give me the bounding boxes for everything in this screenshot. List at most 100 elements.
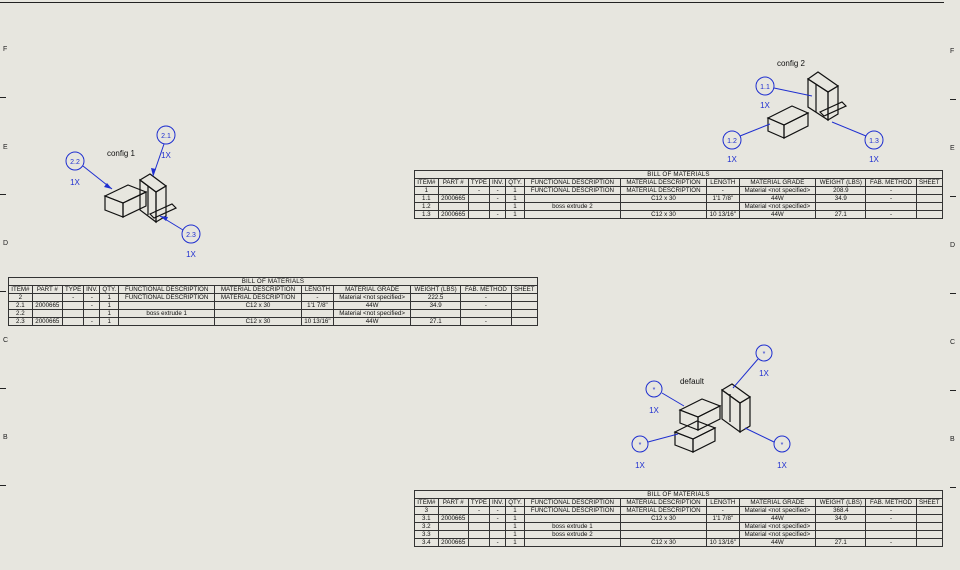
bom-config-2-cell: -: [467, 186, 491, 195]
zone-letter-right-b: B: [950, 436, 955, 443]
bom-config-2-cell: 1: [414, 186, 439, 195]
zone-letter-right-e: E: [950, 145, 955, 152]
bom-default-cell: Material <not specified>: [738, 522, 817, 531]
balloon-default-4-qty: 1X: [777, 461, 787, 470]
bom-config-1-cell: 1'1 7/8": [300, 301, 335, 310]
bom-default-cell: [706, 522, 740, 531]
zone-tick-left: [0, 97, 6, 98]
bom-config-2-cell: 1'1 7/8": [706, 194, 740, 203]
zone-tick-right: [950, 390, 956, 391]
balloon-1-3: [864, 130, 884, 150]
balloon-1-2-text: 1.2: [727, 138, 737, 145]
bom-config-2-cell: Material <not specified>: [738, 186, 817, 195]
zone-letter-left-d: D: [3, 240, 9, 247]
bom-config-2-cell: 1.3: [414, 210, 439, 219]
bom-config-1-cell: [61, 317, 85, 326]
bom-config-2-header-cell: PART #: [437, 178, 469, 187]
zone-letter-left-b: B: [3, 434, 8, 441]
bom-default-cell: [523, 514, 621, 523]
bom-config-1-cell: C12 x 30: [214, 301, 302, 310]
balloon-default-4: [773, 435, 791, 453]
bom-default-cell: Material <not specified>: [738, 530, 817, 539]
bom-default-cell: [489, 530, 507, 539]
bom-config-1-cell: Material <not specified>: [333, 293, 411, 302]
bom-config-2-header-cell: WEIGHT (LBS): [815, 178, 867, 187]
bom-config-1-header-cell: FAB. METHOD: [460, 285, 512, 294]
bom-default-cell: 44W: [738, 514, 817, 523]
bom-config-2-header-cell: INV.: [489, 178, 507, 187]
balloon-1-1-text: 1.1: [760, 84, 770, 91]
bom-config-2-cell: [865, 202, 917, 211]
bom-config-2-cell: 44W: [738, 210, 817, 219]
balloon-default-3: [631, 435, 649, 453]
bom-config-2-cell: 1: [505, 186, 525, 195]
bom-default-header-cell: FAB. METHOD: [865, 498, 917, 507]
balloon-2-1-qty: 1X: [161, 151, 171, 160]
bom-config-2-cell: [523, 210, 621, 219]
bom-config-1-cell: 1: [99, 309, 120, 318]
bom-default-cell: -: [489, 538, 507, 547]
bom-config-2-cell: [915, 194, 944, 203]
bom-config-2-cell: [467, 202, 491, 211]
bom-config-2-cell: [815, 202, 867, 211]
bom-config-2-cell: 1: [505, 202, 525, 211]
bom-default-cell: 44W: [738, 538, 817, 547]
bom-config-2-cell: C12 x 30: [619, 194, 708, 203]
bom-config-2-cell: [489, 202, 507, 211]
bom-config-1-cell: [510, 301, 539, 310]
bom-default-cell: 1: [505, 514, 525, 523]
bom-default-cell: [437, 530, 469, 539]
bom-default-header-cell: SHEET: [915, 498, 944, 507]
balloon-default-1-text: *: [763, 351, 766, 358]
bom-config-1-cell: 34.9: [409, 301, 462, 310]
bom-config-1-cell: -: [61, 293, 85, 302]
bom-default-cell: [915, 538, 944, 547]
bom-default-cell: [437, 506, 469, 515]
bom-default-cell: C12 x 30: [619, 514, 708, 523]
balloon-default-4-text: *: [781, 442, 784, 449]
balloon-2-2: [65, 151, 85, 171]
bom-config-2-cell: 27.1: [815, 210, 867, 219]
bom-default-cell: -: [467, 506, 491, 515]
bom-config-1-cell: 2.1: [8, 301, 33, 310]
bom-config-1-cell: [31, 293, 63, 302]
bom-config-1-cell: [510, 293, 539, 302]
bom-config-1-cell: 222.5: [409, 293, 462, 302]
bom-config-1-cell: -: [83, 301, 101, 310]
bom-default-cell: FUNCTIONAL DESCRIPTION: [523, 506, 621, 515]
zone-tick-right: [950, 196, 956, 197]
bom-config-1-cell: Material <not specified>: [333, 309, 411, 318]
bom-default-cell: 1: [505, 538, 525, 547]
bom-config-1-cell: -: [83, 293, 101, 302]
balloon-2-3-qty: 1X: [186, 250, 196, 259]
bom-config-2-cell: [619, 202, 708, 211]
bom-config-2-header-cell: FUNCTIONAL DESCRIPTION: [523, 178, 621, 187]
bom-config-2-header-cell: QTY.: [505, 178, 525, 187]
bom-config-2-cell: C12 x 30: [619, 210, 708, 219]
bom-default-cell: [915, 530, 944, 539]
bom-default-cell: 3: [414, 506, 439, 515]
bom-config-1-cell: 2.3: [8, 317, 33, 326]
bom-default-cell: [706, 530, 740, 539]
bom-default-cell: [437, 522, 469, 531]
bom-config-2-cell: [915, 210, 944, 219]
bom-config-1-cell: [61, 309, 85, 318]
zone-letter-left-c: C: [3, 337, 9, 344]
bom-default-header-cell: MATERIAL GRADE: [738, 498, 817, 507]
bom-config-1-cell: 44W: [333, 317, 411, 326]
bom-config-1-header-cell: WEIGHT (LBS): [409, 285, 462, 294]
bom-default-cell: [815, 530, 867, 539]
view-config-1: config 1 2.1 1X 2.2 1X 2.3: [65, 125, 201, 259]
bom-config-1-header-cell: TYPE: [61, 285, 85, 294]
bom-config-2-header-cell: LENGTH: [706, 178, 740, 187]
bom-default-cell: [467, 538, 491, 547]
bom-default-header-cell: PART #: [437, 498, 469, 507]
bom-config-2-cell: 1.1: [414, 194, 439, 203]
balloon-2-1: [156, 125, 176, 145]
